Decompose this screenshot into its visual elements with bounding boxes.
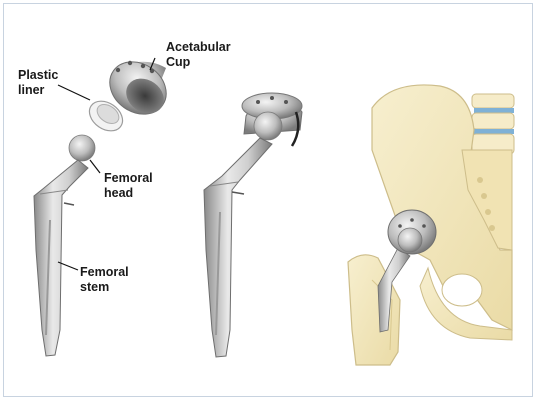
label-plastic-liner: Plastic liner: [18, 68, 58, 98]
label-femoral-head: Femoral head: [104, 171, 153, 201]
femoral-head-shape: [69, 135, 95, 161]
label-acetabular-cup: Acetabular Cup: [166, 40, 231, 70]
femoral-stem-shape: [34, 160, 88, 356]
label-femoral-stem: Femoral stem: [80, 265, 129, 295]
pelvis-illustration: [348, 85, 514, 365]
assembled-implant: [204, 93, 302, 357]
